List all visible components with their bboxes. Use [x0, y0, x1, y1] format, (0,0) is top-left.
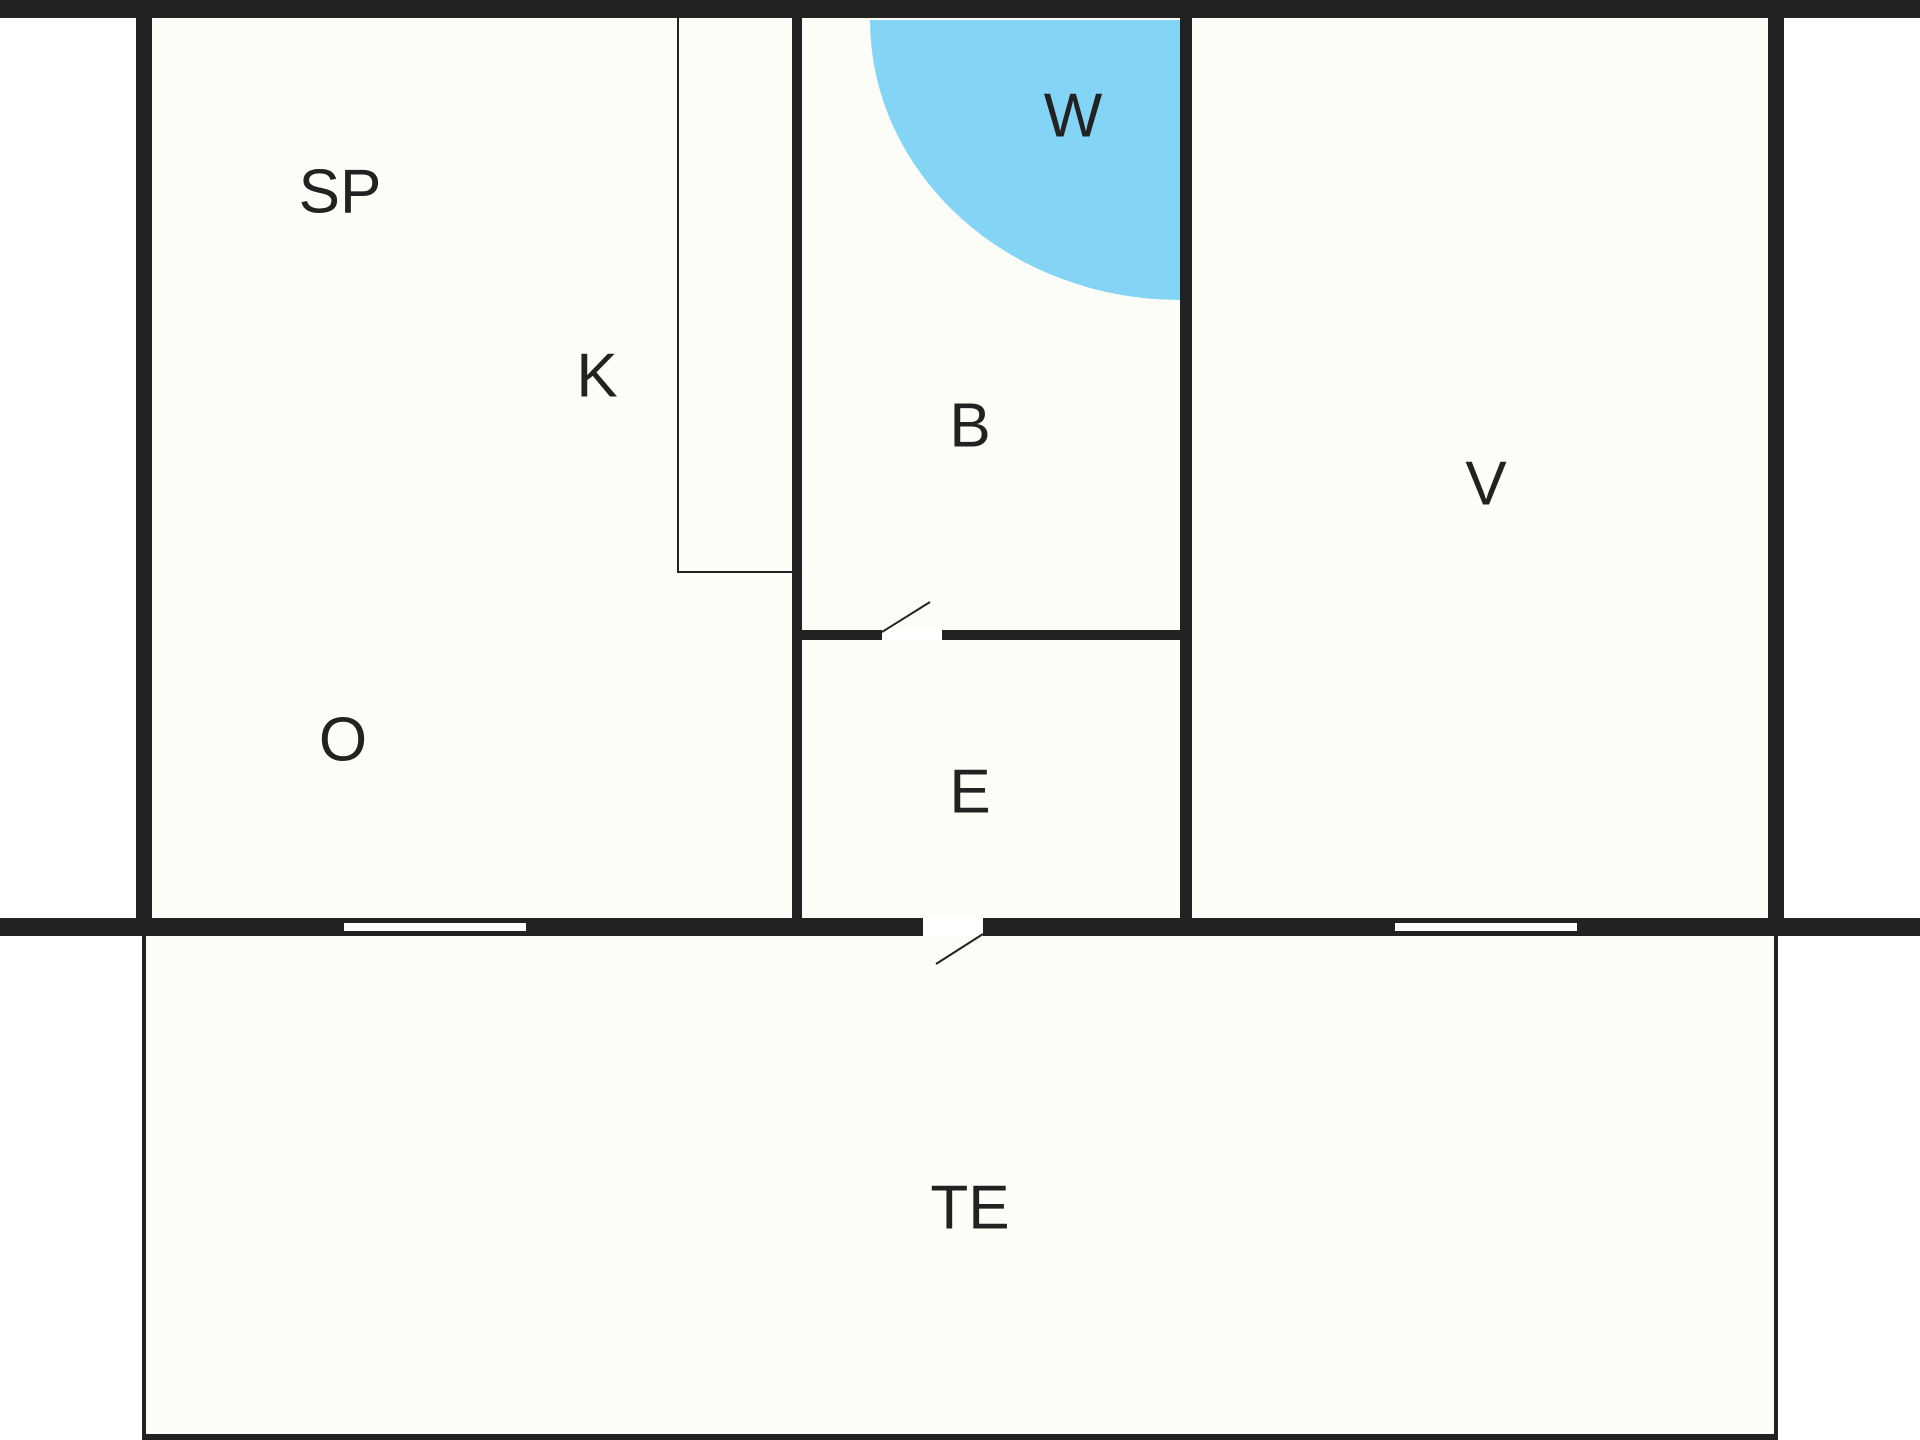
- floor-areas: [144, 18, 1776, 1438]
- window-right: [1393, 921, 1579, 933]
- floor-entry: [796, 636, 1186, 922]
- door-bathroom-opening: [882, 629, 942, 641]
- room-label-b: B: [949, 391, 990, 460]
- wall-left: [136, 0, 152, 928]
- room-label-v: V: [1465, 449, 1507, 518]
- wall-terrace-bottom: [142, 1434, 1778, 1440]
- wall-inner-left: [792, 0, 802, 928]
- door-entry-swing: [935, 933, 984, 965]
- door-bathroom-swing: [881, 601, 931, 633]
- wall-top: [0, 0, 1920, 18]
- window-left: [342, 921, 528, 933]
- windows: [342, 921, 1579, 933]
- wall-terrace-left: [142, 932, 146, 1440]
- room-label-o: O: [319, 705, 367, 774]
- doors: [881, 601, 984, 965]
- room-label-te: TE: [930, 1173, 1009, 1242]
- wall-terrace-right: [1774, 932, 1778, 1440]
- door-entry-opening: [923, 917, 983, 937]
- room-label-k: K: [576, 341, 617, 410]
- kitchen-counter: [677, 18, 792, 573]
- room-label-e: E: [949, 757, 990, 826]
- wall-bathroom-bottom: [796, 630, 1186, 640]
- floor-terrace: [144, 932, 1776, 1438]
- shower-area: [870, 20, 1180, 300]
- floor-right-room: [1186, 18, 1776, 922]
- floor-left-room: [144, 18, 796, 922]
- wall-right: [1768, 0, 1784, 928]
- room-labels: SP K O W B E V TE: [299, 81, 1508, 1242]
- wall-inner-right: [1180, 0, 1192, 928]
- room-label-w: W: [1044, 81, 1103, 150]
- room-label-sp: SP: [299, 157, 382, 226]
